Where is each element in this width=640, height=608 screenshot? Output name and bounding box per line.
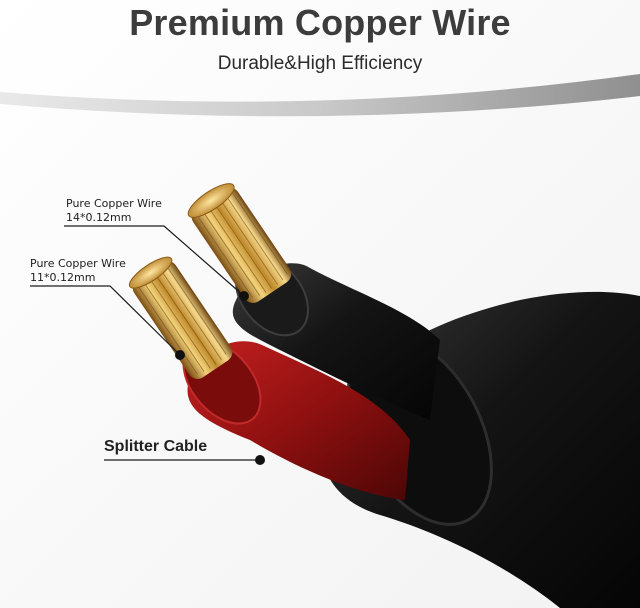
callout-lines <box>30 225 256 461</box>
callout-line-14 <box>64 225 245 297</box>
callout-line-11 <box>30 285 181 356</box>
copper-strands-11 <box>128 256 233 379</box>
page-subtitle: Durable&High Efficiency <box>217 53 423 74</box>
callout-dot-14 <box>239 291 249 301</box>
callout-dot-11 <box>175 350 185 360</box>
callout-dot-splitter <box>255 455 265 465</box>
callout-label-14: Pure Copper Wire <box>66 197 162 210</box>
splitter-cable-label: Splitter Cable <box>104 438 208 455</box>
copper-strands-14 <box>187 183 292 303</box>
callout-spec-14: 14*0.12mm <box>66 211 132 224</box>
page-title: Premium Copper Wire <box>129 2 511 43</box>
decorative-band <box>0 74 640 117</box>
callout-spec-11: 11*0.12mm <box>30 271 96 284</box>
callout-label-11: Pure Copper Wire <box>30 257 126 270</box>
